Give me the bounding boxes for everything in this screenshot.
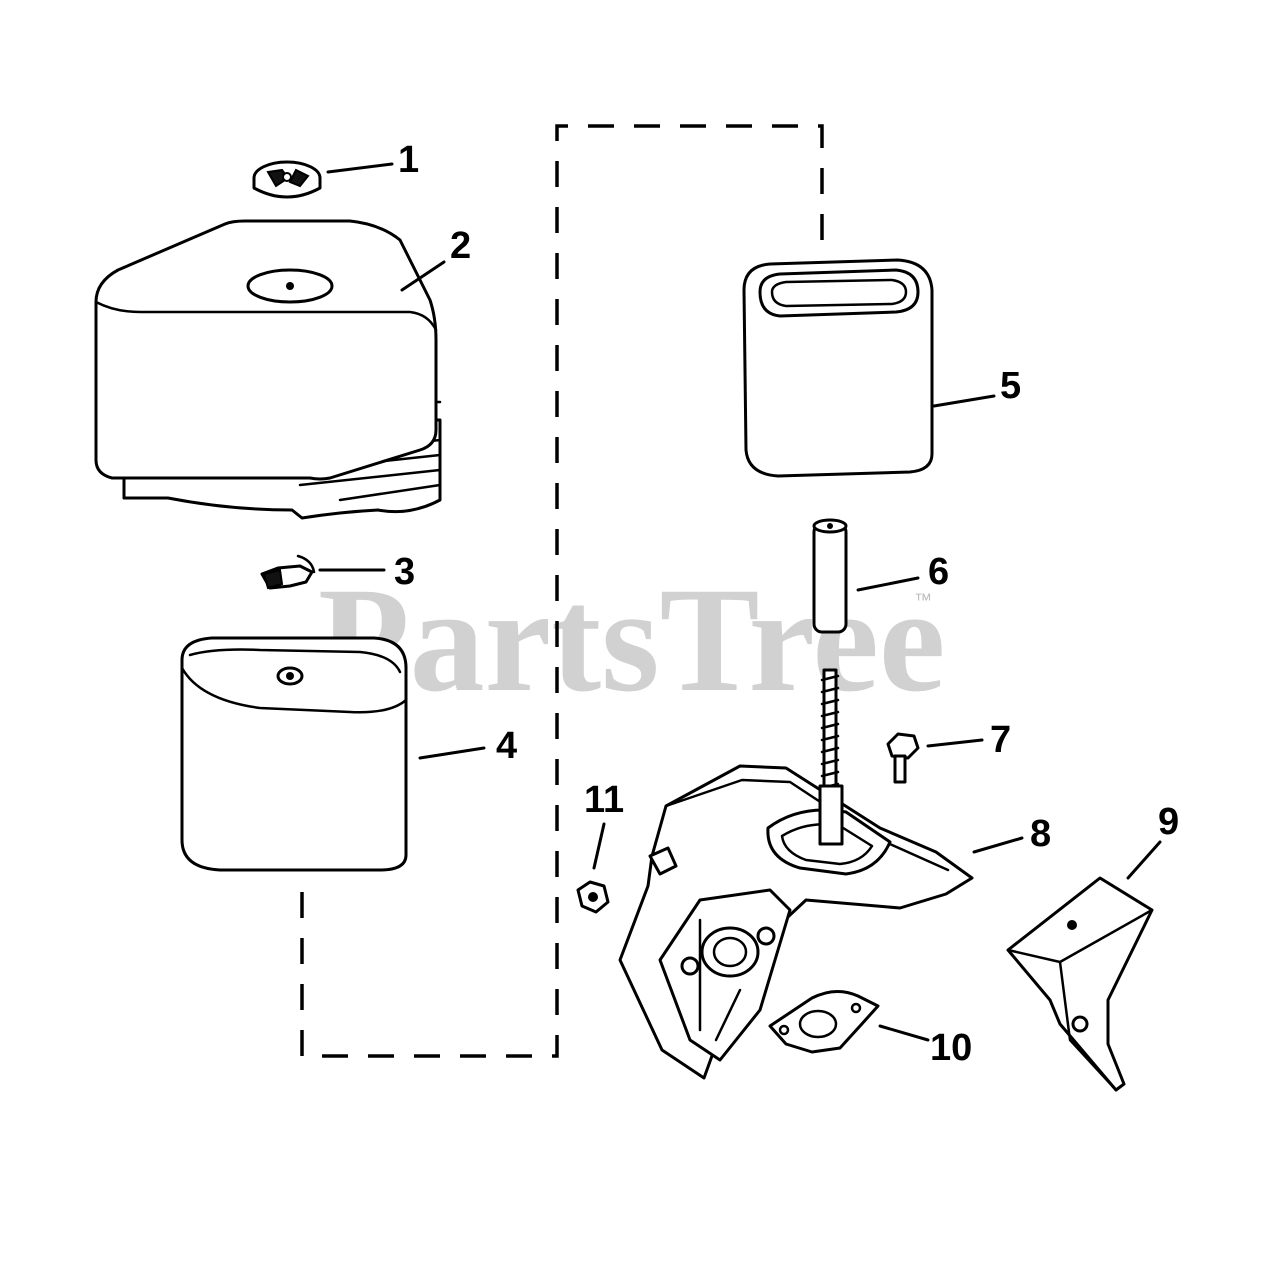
leader-line-6 <box>856 576 920 592</box>
dashed-assembly-line <box>300 124 824 1058</box>
pre-cleaner-icon[interactable] <box>180 636 408 872</box>
callout-5: 5 <box>1000 365 1021 407</box>
leader-line-5 <box>932 394 996 408</box>
callout-1: 1 <box>398 139 419 181</box>
callout-7: 7 <box>990 719 1011 761</box>
wing-nut-icon[interactable] <box>252 160 322 199</box>
nut-icon[interactable] <box>576 880 610 914</box>
leader-line-4 <box>418 746 486 760</box>
leader-line-10 <box>878 1024 930 1042</box>
bolt-icon[interactable] <box>886 732 920 784</box>
leader-line-8 <box>972 836 1024 854</box>
gasket-icon[interactable] <box>768 990 880 1054</box>
callout-2: 2 <box>450 225 471 267</box>
spacer-tube-icon[interactable] <box>812 518 848 634</box>
callout-4: 4 <box>496 725 517 767</box>
leader-line-1 <box>326 162 394 174</box>
callout-8: 8 <box>1030 813 1051 855</box>
air-cleaner-base-icon[interactable] <box>618 764 974 1080</box>
bracket-icon[interactable] <box>1006 876 1154 1092</box>
callout-labels: 1 2 3 4 5 6 7 8 9 10 11 <box>394 139 1179 1069</box>
leader-line-7 <box>926 738 984 748</box>
wing-nut-small-icon[interactable] <box>260 554 316 590</box>
callout-11: 11 <box>584 779 624 821</box>
leader-line-11 <box>592 822 606 870</box>
callout-3: 3 <box>394 551 415 593</box>
assembly-dashed-lines <box>300 124 824 1058</box>
air-filter-element-icon[interactable] <box>742 258 934 478</box>
leader-lines <box>318 162 1162 1042</box>
air-cleaner-cover-icon[interactable] <box>94 219 442 520</box>
callout-10: 10 <box>930 1027 972 1069</box>
watermark-trademark: ™ <box>914 590 932 610</box>
callout-9: 9 <box>1158 801 1179 843</box>
leader-line-9 <box>1126 840 1162 880</box>
callout-6: 6 <box>928 551 949 593</box>
leader-line-2 <box>400 260 446 292</box>
